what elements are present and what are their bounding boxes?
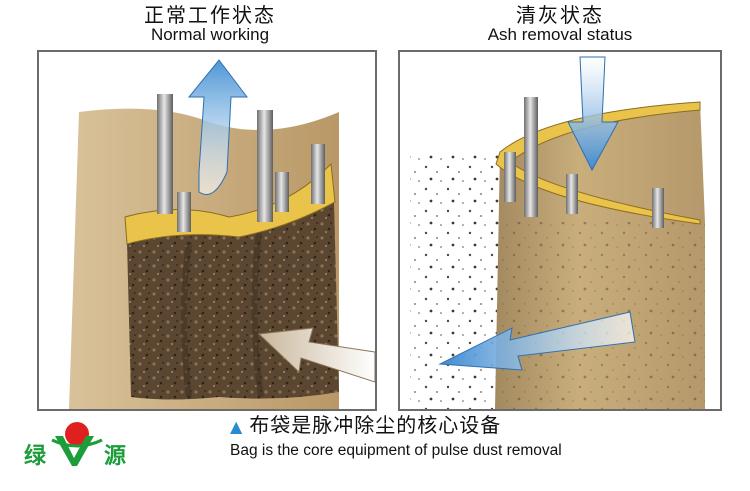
- airflow-up-arrow-icon: [187, 59, 249, 195]
- blow-pipe: [275, 172, 289, 212]
- left-panel-title: 正常工作状态 Normal working: [45, 4, 375, 44]
- blow-pipe: [566, 174, 578, 214]
- normal-working-panel: [37, 50, 377, 411]
- caption: ▲ 布袋是脉冲除尘的核心设备 Bag is the core equipment …: [230, 412, 710, 460]
- right-title-en: Ash removal status: [487, 25, 633, 44]
- ash-removal-panel: [398, 50, 722, 411]
- blow-pipe: [652, 188, 664, 228]
- logo-char-left: 绿: [24, 444, 47, 469]
- left-title-en: Normal working: [150, 25, 270, 44]
- airflow-in-arrow-icon: [257, 327, 375, 383]
- caption-zh: 布袋是脉冲除尘的核心设备: [249, 413, 502, 437]
- triangle-bullet-icon: ▲: [230, 417, 244, 436]
- logo-char-right: 源: [104, 444, 127, 469]
- blow-pipe: [504, 152, 516, 202]
- blow-pipe: [177, 192, 191, 232]
- company-logo: 绿 源: [22, 412, 132, 472]
- logo-mark-icon: [51, 422, 103, 466]
- left-title-zh: 正常工作状态: [144, 3, 276, 27]
- normal-working-illustration: [69, 59, 375, 409]
- ash-removal-illustration: [410, 56, 705, 409]
- blow-pipe: [524, 97, 538, 217]
- dust-out-arrow-icon: [438, 311, 636, 371]
- blow-pipe: [257, 110, 273, 222]
- blow-pipe: [157, 94, 173, 214]
- pulse-down-arrow-icon: [567, 56, 619, 172]
- right-title-zh: 清灰状态: [516, 3, 604, 27]
- caption-zh-line: ▲ 布袋是脉冲除尘的核心设备: [230, 412, 710, 438]
- right-panel-title: 清灰状态 Ash removal status: [400, 4, 720, 44]
- blow-pipe: [311, 144, 325, 204]
- caption-en: Bag is the core equipment of pulse dust …: [230, 442, 562, 459]
